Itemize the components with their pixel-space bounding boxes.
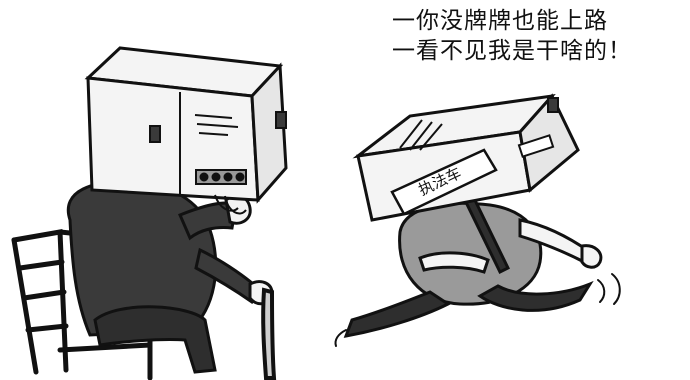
old-man-body [66,180,274,374]
motion-lines [334,273,621,347]
cane [261,287,277,380]
dialog-line-1: 一你没牌牌也能上路 [392,8,608,34]
dialog-caption: 一你没牌牌也能上路 一看不见我是干啥的！ [392,6,688,66]
box-head-left [84,46,288,215]
runner-body [343,187,603,338]
box-head-right [352,93,580,222]
dialog-line-2: 一看不见我是干啥的！ [392,38,632,64]
